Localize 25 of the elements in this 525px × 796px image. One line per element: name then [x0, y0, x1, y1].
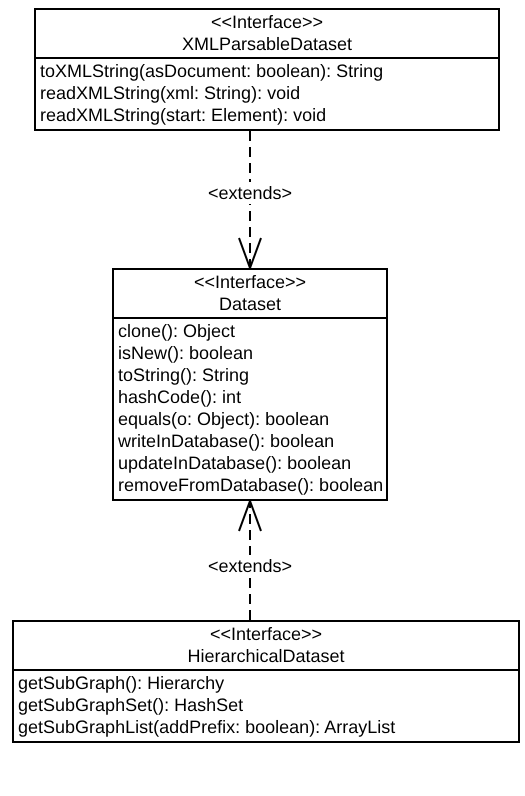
method-signature: removeFromDatabase(): boolean	[118, 474, 382, 496]
interface-name: Dataset	[218, 293, 282, 315]
interface-class-box	[12, 620, 520, 743]
method-signature: updateInDatabase(): boolean	[118, 452, 352, 474]
method-signature: isNew(): boolean	[118, 342, 254, 364]
edge-label: <extends>	[206, 182, 294, 204]
method-signature: readXMLString(start: Element): void	[40, 104, 328, 126]
method-signature: clone(): Object	[118, 320, 236, 342]
stereotype-label: <<Interface>>	[210, 11, 324, 33]
method-signature: equals(o: Object): boolean	[118, 408, 330, 430]
method-signature: getSubGraph(): Hierarchy	[18, 672, 226, 694]
method-signature: toString(): String	[118, 364, 250, 386]
dashed-arrow	[238, 131, 262, 269]
interface-name: XMLParsableDataset	[180, 33, 354, 55]
method-signature: toXMLString(asDocument: boolean): String	[40, 60, 384, 82]
method-signature: getSubGraphSet(): HashSet	[18, 694, 244, 716]
interface-class-box	[34, 8, 500, 131]
method-signature: writeInDatabase(): boolean	[118, 430, 336, 452]
stereotype-label: <<Interface>>	[192, 271, 308, 293]
method-signature: getSubGraphList(addPrefix: boolean): ArrayList	[18, 716, 396, 738]
interface-class-box	[112, 268, 388, 501]
method-signature: hashCode(): int	[118, 386, 242, 408]
method-signature: readXMLString(xml: String): void	[40, 82, 302, 104]
stereotype-label: <<Interface>>	[208, 623, 324, 645]
interface-name: HierarchicalDataset	[186, 645, 346, 667]
